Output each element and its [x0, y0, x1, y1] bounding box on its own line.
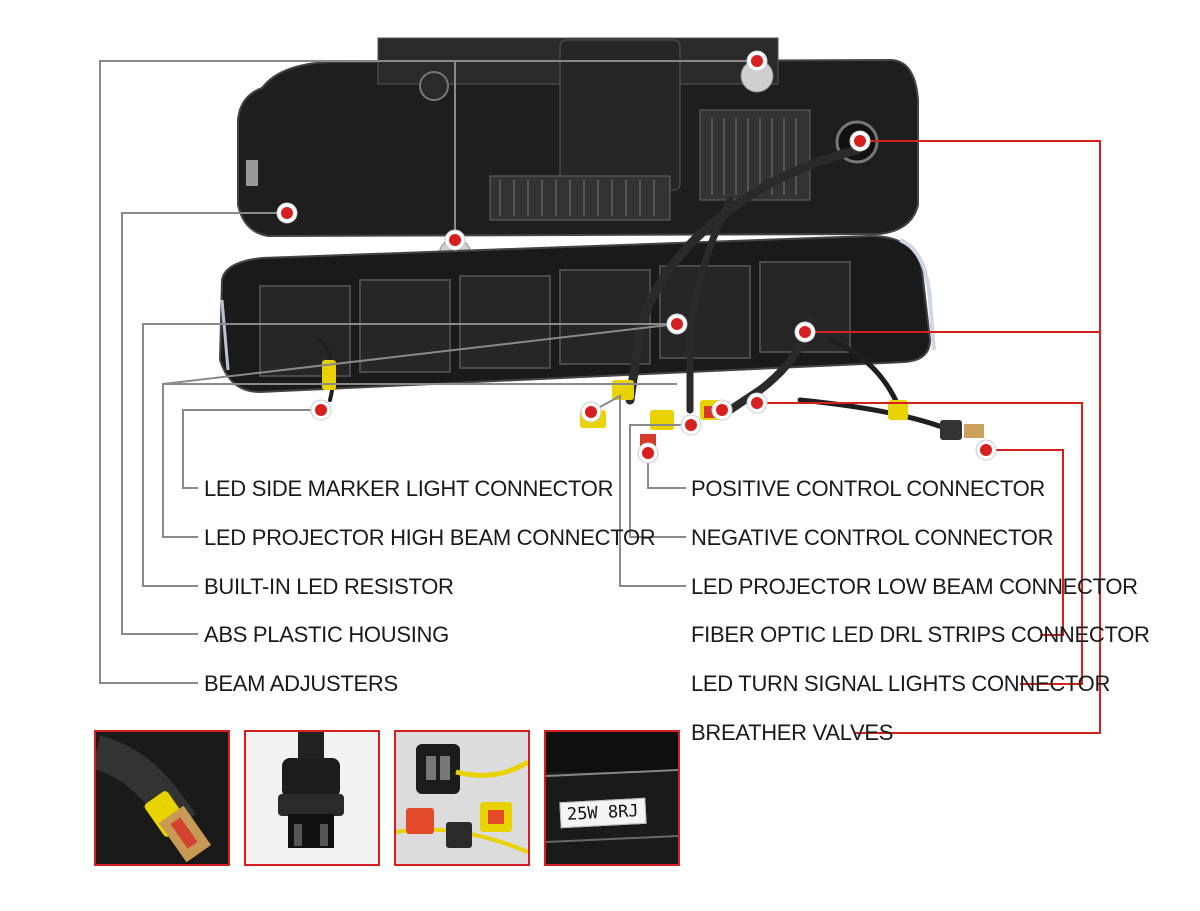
thumbnail-led-resistor: 25W 8RJ — [544, 730, 680, 866]
label-led-projector-low-beam: LED PROJECTOR LOW BEAM CONNECTOR — [691, 574, 1138, 599]
wiring-harness — [318, 145, 953, 433]
label-breather-valves: BREATHER VALVES — [691, 720, 894, 745]
thumbnail-socket-connector — [244, 730, 380, 866]
label-positive-control: POSITIVE CONTROL CONNECTOR — [691, 476, 1046, 501]
thumbnail-control-connectors — [394, 730, 530, 866]
upper-headlight-housing — [237, 37, 919, 272]
resistor-stamp: 25W 8RJ — [559, 797, 647, 829]
label-negative-control: NEGATIVE CONTROL CONNECTOR — [691, 525, 1054, 550]
label-led-projector-high-beam: LED PROJECTOR HIGH BEAM CONNECTOR — [204, 525, 656, 550]
label-abs-plastic-housing: ABS PLASTIC HOUSING — [204, 622, 449, 647]
lower-headlight-housing — [218, 234, 936, 394]
left-leader-lines — [99, 60, 757, 684]
label-beam-adjusters: BEAM ADJUSTERS — [204, 671, 398, 696]
label-built-in-led-resistor: BUILT-IN LED RESISTOR — [204, 574, 454, 599]
thumbnail-led-bulb-connector — [94, 730, 230, 866]
label-led-side-marker: LED SIDE MARKER LIGHT CONNECTOR — [204, 476, 614, 501]
right-leader-lines — [757, 140, 1101, 734]
callout-markers — [276, 50, 997, 464]
label-led-turn-signal: LED TURN SIGNAL LIGHTS CONNECTOR — [691, 671, 1111, 696]
label-fiber-optic-drl: FIBER OPTIC LED DRL STRIPS CONNECTOR — [691, 622, 1150, 647]
